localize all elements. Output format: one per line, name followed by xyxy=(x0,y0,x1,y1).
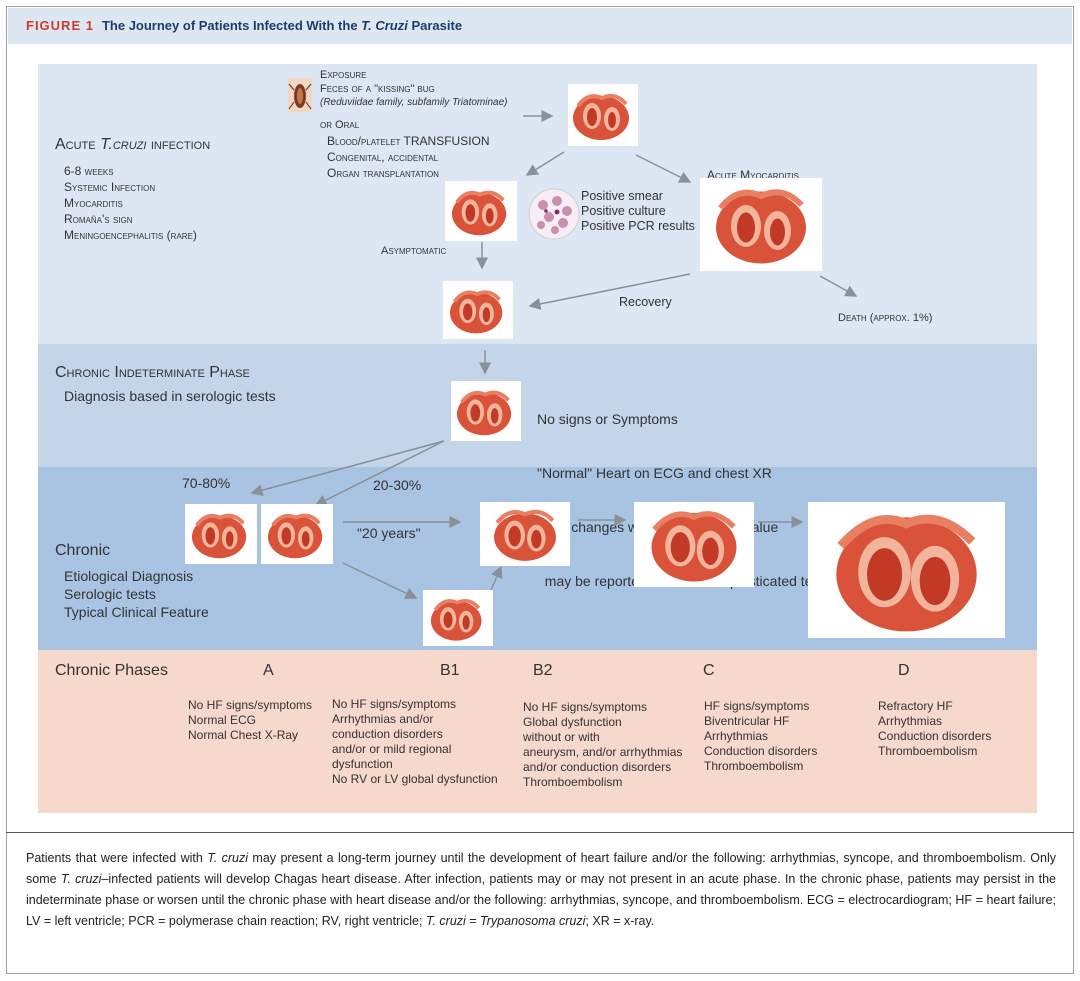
acute-item: Romaña's sign xyxy=(64,212,133,226)
kissing-bug-image xyxy=(288,78,312,112)
arrow-b1-to-b2 xyxy=(490,565,503,591)
figure-caption: Patients that were infected with T. cruz… xyxy=(26,851,1057,928)
figure-frame xyxy=(6,6,1074,974)
asymptomatic-label: Asymptomatic xyxy=(381,245,447,257)
phase-b1-criteria: No HF signs/symptoms Arrhythmias and/or … xyxy=(332,697,498,786)
phase-label-d: D xyxy=(898,662,910,679)
phase-a-criteria: No HF signs/symptoms Normal ECG Normal C… xyxy=(188,698,313,742)
percent-70-80: 70-80% xyxy=(182,475,231,491)
acute-item: Myocarditis xyxy=(64,196,123,210)
transmission-routes: Blood/platelet TRANSFUSION Congenital, a… xyxy=(327,134,490,180)
arrow-70-80 xyxy=(250,440,445,497)
figure-title-bar xyxy=(8,8,1072,44)
b1-heart-image xyxy=(423,590,493,646)
phase-label-b2: B2 xyxy=(533,662,553,679)
arrow-20-30 xyxy=(314,440,445,506)
indeterminate-subtitle: Diagnosis based in serologic tests xyxy=(64,388,276,404)
acute-myocarditis-heart-image xyxy=(700,178,822,271)
arrow-to-asymptomatic-branch xyxy=(525,151,565,176)
heart-image xyxy=(443,281,513,339)
heart-image xyxy=(445,181,517,241)
percent-20-30: 20-30% xyxy=(373,477,422,493)
arrow-death xyxy=(819,275,858,297)
phase-label-a: A xyxy=(263,662,274,679)
acute-heading: Acute T.cruzi infection xyxy=(55,136,211,153)
death-label: Death (approx. 1%) xyxy=(838,312,933,324)
indeterminate-heading: Chronic Indeterminate Phase xyxy=(55,364,250,381)
acute-item: 6-8 weeks xyxy=(64,164,114,178)
years-label: "20 years" xyxy=(357,525,421,541)
phase-c-criteria: HF signs/symptoms Biventricular HF Arrhy… xyxy=(704,699,818,773)
arrow-recovery xyxy=(528,273,691,310)
arrow-to-b1-heart xyxy=(342,562,418,599)
indeterminate-phase-band xyxy=(38,344,1037,467)
acute-items: 6-8 weeks Systemic Infection Myocarditis… xyxy=(64,163,197,243)
acute-item: Systemic Infection xyxy=(64,180,156,194)
blood-smear-image xyxy=(528,188,580,240)
phase-label-c: C xyxy=(703,662,715,679)
chronic-heading: Chronic xyxy=(55,542,111,559)
recovery-label: Recovery xyxy=(619,295,672,309)
exposure-text: Exposure Feces of a "kissing" bug (Reduv… xyxy=(320,69,508,108)
arrow-to-acute-myocarditis xyxy=(635,154,692,183)
diagnosis-results: Positive smear Positive culture Positive… xyxy=(581,189,695,233)
b2-heart-image xyxy=(480,502,570,566)
caption-separator xyxy=(6,832,1074,833)
chronic-heart-image xyxy=(261,504,333,564)
acute-item: Meningoencephalitis (rare) xyxy=(64,228,197,242)
phase-d-criteria: Refractory HF Arrhythmias Conduction dis… xyxy=(878,699,992,758)
indeterminate-heart-image xyxy=(451,381,521,441)
c-heart-image xyxy=(634,502,754,587)
chronic-heart-image xyxy=(185,504,257,564)
chronic-phases-band xyxy=(38,650,1037,813)
chronic-phases-heading: Chronic Phases xyxy=(55,662,168,679)
phase-b2-criteria: No HF signs/symptoms Global dysfunction … xyxy=(523,700,683,789)
figure-label: FIGURE 1 xyxy=(26,18,94,33)
or-oral-text: or Oral xyxy=(320,119,360,131)
phase-label-b1: B1 xyxy=(440,662,460,679)
d-heart-image xyxy=(808,502,1005,638)
chronic-items: Etiological Diagnosis Serologic tests Ty… xyxy=(64,568,209,620)
heart-image xyxy=(568,84,638,146)
